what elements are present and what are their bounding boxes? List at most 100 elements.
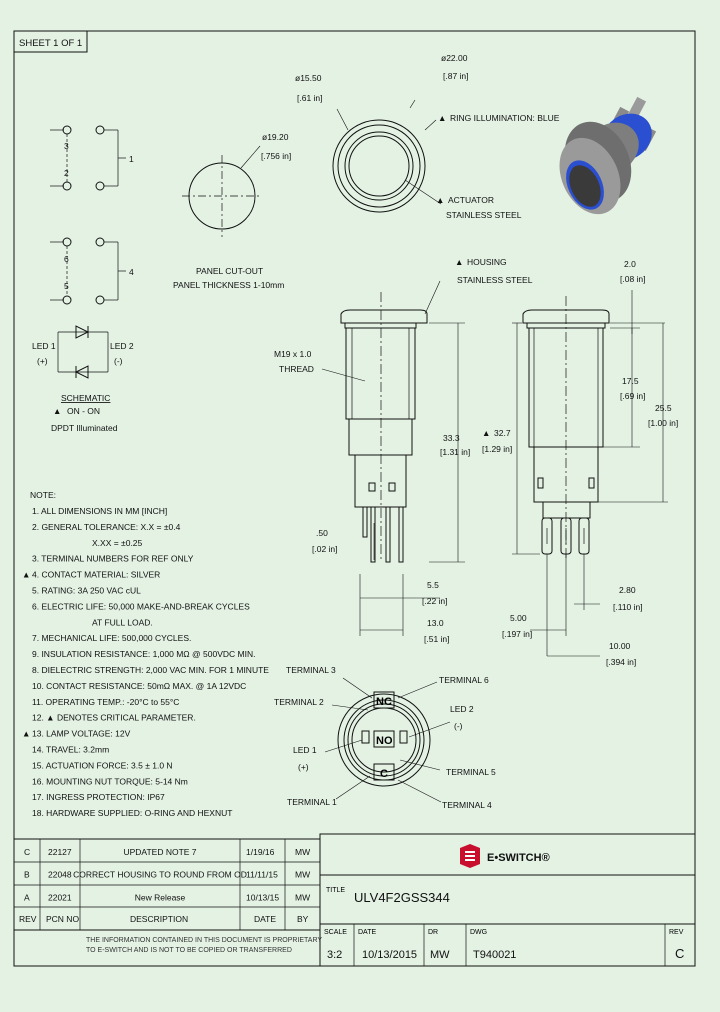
- note-item: 8. DIELECTRIC STRENGTH: 2,000 VAC MIN. F…: [32, 665, 269, 675]
- eswitch-logo: E•SWITCH®: [460, 844, 550, 868]
- terminal-6-label: 6: [64, 254, 69, 264]
- dim-5-00-in: [.197 in]: [502, 629, 532, 639]
- revision-date-cell: 11/11/15: [246, 870, 278, 880]
- front-view: ø15.50 [.61 in] ø22.00 [.87 in] ▲ RING I…: [295, 53, 560, 220]
- revision-rev-cell: A: [24, 892, 30, 902]
- front-dia-inner: ø15.50: [295, 73, 322, 83]
- revision-desc-cell: New Release: [135, 892, 186, 902]
- critical-marker: ▲: [53, 406, 61, 416]
- front-dia-inner-in: [.61 in]: [297, 93, 323, 103]
- schematic-title: SCHEMATIC: [61, 393, 110, 403]
- sheet-label: SHEET 1 OF 1: [19, 38, 82, 49]
- title-label: TITLE: [326, 887, 345, 894]
- actuator-material: STAINLESS STEEL: [446, 210, 522, 220]
- drawing-title: ULV4F2GSS344: [354, 890, 450, 905]
- dim-13-0-in: [.51 in]: [424, 634, 450, 644]
- date-value: 10/13/2015: [362, 949, 417, 961]
- dim-5-5-in: [.22 in]: [422, 596, 448, 606]
- no-label: NO: [376, 735, 393, 747]
- critical-marker: ▲: [436, 195, 444, 205]
- note-item: 15. ACTUATION FORCE: 3.5 ± 1.0 N: [32, 760, 173, 770]
- dim-2-80: 2.80: [619, 585, 636, 595]
- cutout-dia: ø19.20: [262, 132, 289, 142]
- dr-label: DR: [428, 929, 438, 936]
- product-image: [559, 96, 657, 215]
- note-item: 6. ELECTRIC LIFE: 50,000 MAKE-AND-BREAK …: [32, 601, 250, 611]
- dim-17-5: 17.5: [622, 376, 639, 386]
- rev-header: REV: [19, 914, 37, 924]
- schematic-type: DPDT Illuminated: [51, 423, 118, 433]
- revision-pcn-cell: 22127: [48, 847, 72, 857]
- revision-by-cell: MW: [295, 870, 310, 880]
- dim-13-0: 13.0: [427, 618, 444, 628]
- proprietary-line2: TO E-SWITCH AND IS NOT TO BE COPIED OR T…: [86, 947, 292, 954]
- nc-label: NC: [376, 696, 392, 708]
- date-label: DATE: [358, 929, 376, 936]
- schematic-mode: ON - ON: [67, 406, 100, 416]
- note-item: 10. CONTACT RESISTANCE: 50mΩ MAX. @ 1A 1…: [32, 681, 246, 691]
- schematic-led1-label: LED 1: [32, 341, 56, 351]
- terminal-1-tag: TERMINAL 1: [287, 797, 337, 807]
- note-item: 11. OPERATING TEMP.: -20°C to 55°C: [32, 697, 179, 707]
- cutout-dia-in: [.756 in]: [261, 151, 291, 161]
- dwg-label: DWG: [470, 929, 487, 936]
- dim-10-00: 10.00: [609, 641, 631, 651]
- rev-value: C: [675, 946, 684, 961]
- dim-32-7-in: [1.29 in]: [482, 444, 512, 454]
- revision-date-cell: 1/19/16: [246, 847, 275, 857]
- note-item: 12. ▲ DENOTES CRITICAL PARAMETER.: [32, 713, 196, 723]
- proprietary-line1: THE INFORMATION CONTAINED IN THIS DOCUME…: [86, 937, 322, 944]
- critical-marker: ▲: [438, 113, 446, 123]
- bottom-led2: LED 2: [450, 704, 474, 714]
- terminal-5-label: 5: [64, 281, 69, 291]
- notes-block: NOTE: 1. ALL DIMENSIONS IN MM [INCH]2. G…: [22, 490, 269, 818]
- by-header: BY: [297, 914, 309, 924]
- dim-10-00-in: [.394 in]: [606, 657, 636, 667]
- dim-5-5: 5.5: [427, 580, 439, 590]
- note-item: 7. MECHANICAL LIFE: 500,000 CYCLES.: [32, 633, 191, 643]
- dim-33-3-in: [1.31 in]: [440, 447, 470, 457]
- schematic-led2-polarity: (-): [114, 356, 123, 366]
- terminal-6-tag: TERMINAL 6: [439, 675, 489, 685]
- revision-rev-cell: C: [24, 847, 30, 857]
- front-dia-outer: ø22.00: [441, 53, 468, 63]
- panel-cutout: ø19.20 [.756 in] PANEL CUT-OUT PANEL THI…: [173, 132, 291, 290]
- dim-2-80-in: [.110 in]: [613, 602, 643, 612]
- note-item: 9. INSULATION RESISTANCE: 1,000 MΩ @ 500…: [32, 649, 255, 659]
- note-item: 5. RATING: 3A 250 VAC cUL: [32, 586, 141, 596]
- dim-050-in: [.02 in]: [312, 544, 338, 554]
- note-item: 14. TRAVEL: 3.2mm: [32, 745, 109, 755]
- note-item: X.XX = ±0.25: [92, 538, 143, 548]
- dwg-value: T940021: [473, 949, 516, 961]
- dim-2-0-in: [.08 in]: [620, 274, 646, 284]
- ring-note: RING ILLUMINATION: BLUE: [450, 113, 560, 123]
- critical-marker: ▲: [482, 428, 490, 438]
- scale-label: SCALE: [324, 929, 347, 936]
- notes-heading: NOTE:: [30, 490, 56, 500]
- revision-desc-cell: CORRECT HOUSING TO ROUND FROM OD: [73, 870, 247, 880]
- pcn-header: PCN NO: [46, 914, 79, 924]
- revision-rev-cell: B: [24, 870, 30, 880]
- thread-label: THREAD: [279, 364, 314, 374]
- desc-header: DESCRIPTION: [130, 914, 188, 924]
- cutout-label-2: PANEL THICKNESS 1-10mm: [173, 280, 284, 290]
- c-label: C: [380, 768, 388, 780]
- dim-25-5-in: [1.00 in]: [648, 418, 678, 428]
- schematic-led1-polarity: (+): [37, 356, 48, 366]
- dim-050: .50: [316, 528, 328, 538]
- revision-pcn-cell: 22021: [48, 892, 72, 902]
- note-item: 2. GENERAL TOLERANCE: X.X = ±0.4: [32, 522, 181, 532]
- housing-label: HOUSING: [467, 257, 507, 267]
- note-item: AT FULL LOAD.: [92, 617, 153, 627]
- schematic-led2-label: LED 2: [110, 341, 134, 351]
- note-item: 18. HARDWARE SUPPLIED: O-RING AND HEXNUT: [32, 808, 232, 818]
- dim-25-5: 25.5: [655, 403, 672, 413]
- schematic: 3 2 1 6 5 4 LED 1 (+) LED 2 (-) SCHEMATI…: [32, 125, 134, 433]
- thread-spec: M19 x 1.0: [274, 349, 312, 359]
- dim-2-0: 2.0: [624, 259, 636, 269]
- critical-marker: ▲: [455, 257, 463, 267]
- note-item: 16. MOUNTING NUT TORQUE: 5-14 Nm: [32, 776, 188, 786]
- dim-5-00: 5.00: [510, 613, 527, 623]
- actuator-label: ACTUATOR: [448, 195, 494, 205]
